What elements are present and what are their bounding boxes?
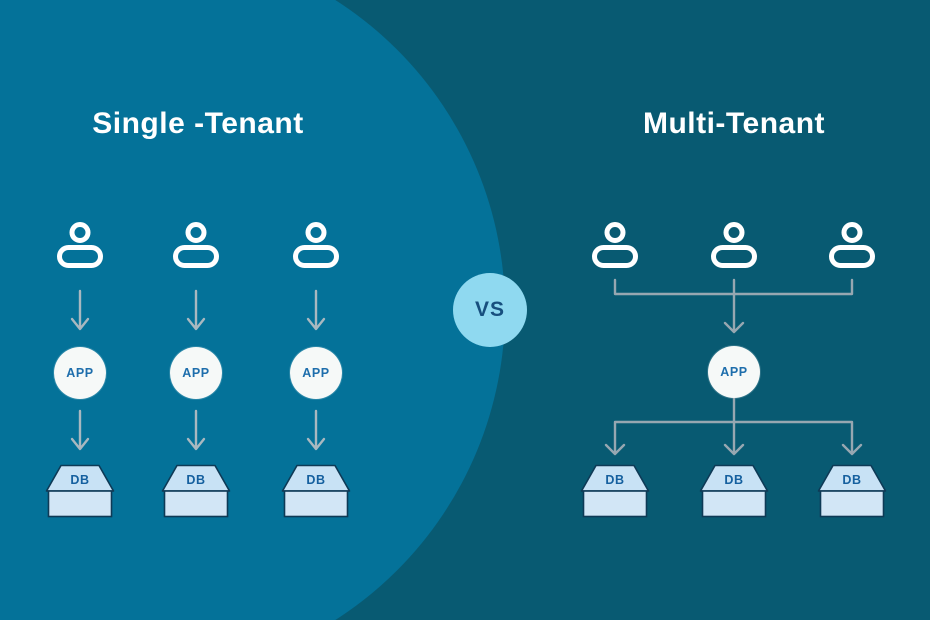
database-label: DB bbox=[70, 473, 89, 487]
database-top-face bbox=[580, 464, 650, 492]
arrow-down-icon bbox=[306, 409, 326, 451]
database-node: DB bbox=[281, 464, 351, 518]
database-node: DB bbox=[161, 464, 231, 518]
vs-badge-label: VS bbox=[474, 298, 505, 321]
multi-tenant-title: Multi-Tenant bbox=[642, 107, 826, 140]
app-node: APP bbox=[170, 347, 222, 399]
database-node: DB bbox=[580, 464, 650, 518]
database-front-face bbox=[47, 490, 113, 518]
app-node: APP bbox=[708, 346, 760, 398]
database-front-face bbox=[701, 490, 767, 518]
database-node: DB bbox=[817, 464, 887, 518]
database-top-face bbox=[817, 464, 887, 492]
app-node: APP bbox=[290, 347, 342, 399]
app-node-label: APP bbox=[720, 365, 748, 379]
user-icon bbox=[57, 222, 103, 268]
database-top-face bbox=[699, 464, 769, 492]
database-label: DB bbox=[605, 473, 624, 487]
database-front-face bbox=[582, 490, 648, 518]
arrow-down-icon bbox=[70, 289, 90, 331]
app-to-databases-connector bbox=[604, 398, 863, 456]
app-node-label: APP bbox=[66, 366, 94, 380]
database-node: DB bbox=[45, 464, 115, 518]
app-node-label: APP bbox=[302, 366, 330, 380]
database-top-face bbox=[161, 464, 231, 492]
database-top-face bbox=[281, 464, 351, 492]
user-icon bbox=[711, 222, 757, 268]
user-icon bbox=[592, 222, 638, 268]
app-node-label: APP bbox=[182, 366, 210, 380]
database-label: DB bbox=[842, 473, 861, 487]
database-label: DB bbox=[186, 473, 205, 487]
database-front-face bbox=[283, 490, 349, 518]
user-icon bbox=[293, 222, 339, 268]
user-icon bbox=[173, 222, 219, 268]
user-icon bbox=[829, 222, 875, 268]
database-label: DB bbox=[306, 473, 325, 487]
app-node: APP bbox=[54, 347, 106, 399]
database-front-face bbox=[819, 490, 885, 518]
database-front-face bbox=[163, 490, 229, 518]
vs-badge: VS bbox=[453, 273, 527, 347]
arrow-down-icon bbox=[186, 289, 206, 331]
single-tenant-title: Single -Tenant bbox=[92, 107, 304, 140]
users-to-app-connector bbox=[613, 278, 854, 334]
arrow-down-icon bbox=[70, 409, 90, 451]
arrow-down-icon bbox=[306, 289, 326, 331]
database-node: DB bbox=[699, 464, 769, 518]
database-top-face bbox=[45, 464, 115, 492]
database-label: DB bbox=[724, 473, 743, 487]
arrow-down-icon bbox=[186, 409, 206, 451]
